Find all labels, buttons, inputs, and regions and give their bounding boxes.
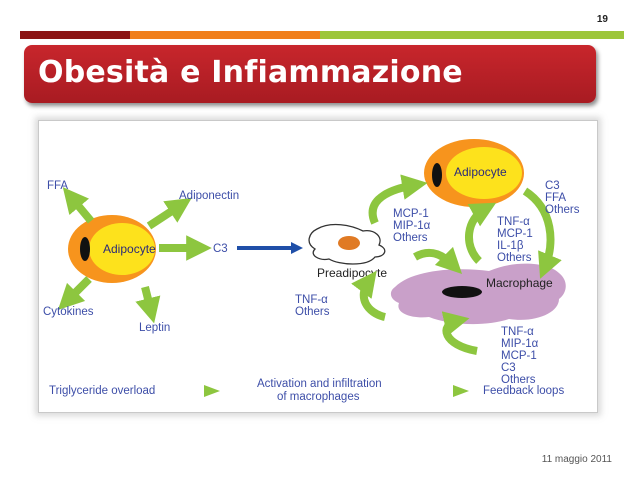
left-adipocyte-label: Adipocyte bbox=[103, 242, 156, 256]
feedback-arrows bbox=[351, 174, 562, 355]
signals-adipocyte-to-adipocyte: TNF-α MCP-1 IL-1β Others bbox=[497, 216, 533, 264]
signal-mcp1: MCP-1 bbox=[501, 350, 537, 362]
arrow-to-cytokines bbox=[57, 276, 92, 311]
signals-adipocyte-right: C3 FFA Others bbox=[545, 180, 580, 216]
title-banner: Obesità e Infiammazione bbox=[24, 45, 596, 103]
legend-activation-line1: Activation and infiltration bbox=[257, 378, 382, 390]
signal-others: Others bbox=[545, 204, 580, 216]
legend-triglyceride: Triglyceride overload bbox=[49, 385, 155, 397]
color-bar-dark-red bbox=[20, 31, 130, 39]
signal-mcp1: MCP-1 bbox=[497, 228, 533, 240]
arrow-to-leptin bbox=[135, 286, 161, 324]
obesity-inflammation-diagram: Adipocyte FFA Adiponectin C3 Cytokines L… bbox=[43, 139, 580, 403]
legend-arrowhead-1 bbox=[204, 385, 220, 397]
arrow-macrophage-to-preadipocyte bbox=[351, 270, 387, 321]
signal-tnfa: TNF-α bbox=[497, 216, 530, 228]
macrophage: Macrophage bbox=[390, 263, 566, 325]
arrow-to-adiponectin bbox=[146, 197, 192, 230]
signal-mip1a: MIP-1α bbox=[393, 220, 431, 232]
preadipocyte-label: Preadipocyte bbox=[317, 266, 387, 280]
arrow-preadipocyte-to-macrophage bbox=[413, 246, 463, 275]
arrow-macrophage-to-adipocyte bbox=[465, 202, 497, 264]
legend-activation-line2: of macrophages bbox=[277, 391, 360, 403]
adipocyte-output-arrows bbox=[57, 187, 212, 324]
signals-macrophage-bottom: TNF-α MIP-1α MCP-1 C3 Others bbox=[501, 326, 539, 386]
slide-number: 19 bbox=[596, 14, 608, 25]
figure-frame: Adipocyte FFA Adiponectin C3 Cytokines L… bbox=[38, 120, 598, 413]
header-color-bar bbox=[20, 31, 624, 39]
signal-c3: C3 bbox=[545, 180, 560, 192]
label-adiponectin: Adiponectin bbox=[179, 190, 239, 202]
signal-mip1a: MIP-1α bbox=[501, 338, 539, 350]
right-adipocyte: Adipocyte bbox=[424, 139, 524, 207]
signal-c3: C3 bbox=[501, 362, 516, 374]
color-bar-orange bbox=[130, 31, 320, 39]
label-ffa: FFA bbox=[47, 180, 68, 192]
arrow-preadipocyte-to-adipocyte bbox=[368, 174, 428, 225]
legend: Triglyceride overload Activation and inf… bbox=[49, 378, 564, 403]
right-adipocyte-label: Adipocyte bbox=[454, 165, 507, 179]
label-cytokines: Cytokines bbox=[43, 306, 94, 318]
signal-tnfa: TNF-α bbox=[295, 294, 328, 306]
signals-preadipocyte-to-adipocyte: MCP-1 MIP-1α Others bbox=[393, 208, 431, 244]
preadipocyte: Preadipocyte bbox=[308, 223, 387, 280]
legend-feedback: Feedback loops bbox=[483, 385, 564, 397]
macrophage-nucleus bbox=[442, 286, 482, 298]
preadipocyte-nucleus bbox=[338, 236, 360, 250]
arrow-macrophage-loop bbox=[441, 311, 478, 355]
signal-others: Others bbox=[393, 232, 428, 244]
label-leptin: Leptin bbox=[139, 322, 170, 334]
arrow-to-ffa bbox=[62, 187, 95, 224]
signal-il1b: IL-1β bbox=[497, 240, 524, 252]
signal-tnfa: TNF-α bbox=[501, 326, 534, 338]
legend-arrowhead-2 bbox=[453, 385, 469, 397]
arrow-adipocyte-to-macrophage bbox=[522, 187, 562, 279]
signals-macrophage-to-preadipocyte: TNF-α Others bbox=[295, 294, 330, 318]
color-bar-green bbox=[320, 31, 624, 39]
signal-ffa: FFA bbox=[545, 192, 566, 204]
signal-others: Others bbox=[295, 306, 330, 318]
right-adipocyte-nucleus bbox=[432, 163, 442, 187]
footer-date: 11 maggio 2011 bbox=[541, 454, 612, 465]
signal-others: Others bbox=[497, 252, 532, 264]
label-c3: C3 bbox=[213, 243, 228, 255]
macrophage-label: Macrophage bbox=[486, 276, 553, 290]
slide-title: Obesità e Infiammazione bbox=[38, 55, 463, 90]
left-adipocyte: Adipocyte bbox=[68, 215, 156, 283]
signal-mcp1: MCP-1 bbox=[393, 208, 429, 220]
signal-others: Others bbox=[501, 374, 536, 386]
left-adipocyte-nucleus bbox=[80, 237, 90, 261]
